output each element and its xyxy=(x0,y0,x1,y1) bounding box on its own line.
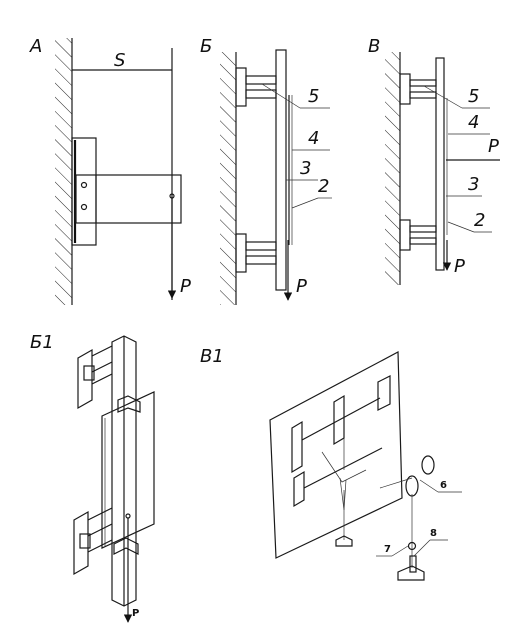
panel-a: A S P xyxy=(29,36,191,305)
dimension-label-s: S xyxy=(114,50,125,71)
bracket-bottom-flange2-b xyxy=(245,255,277,265)
bracket-plate-top-b1 xyxy=(77,348,93,410)
bracket-top-flange1-v xyxy=(409,79,437,87)
weight-v1 xyxy=(409,555,417,573)
weight-plate-left-v1 xyxy=(335,535,353,547)
bracket-top-plate-v xyxy=(399,73,411,105)
wall-hatch-b xyxy=(220,52,236,305)
bracket-bottom-flange2-v xyxy=(409,237,437,245)
number-2-b: 2 xyxy=(318,176,329,197)
number-5-v: 5 xyxy=(468,86,479,107)
leader-2-b xyxy=(291,197,319,209)
bracket-top-plate-b xyxy=(235,67,247,107)
bolt-a1 xyxy=(80,181,88,189)
clamp-bottom-b1 xyxy=(113,537,139,555)
panel-b: Б P 5 4 3 2 xyxy=(200,36,332,305)
panel-label-b: Б xyxy=(200,36,212,57)
rail-lower-v1 xyxy=(303,447,383,489)
board-v1 xyxy=(269,351,403,559)
ring-v1 xyxy=(407,541,417,551)
panel-label-v1: В1 xyxy=(200,346,224,367)
number-4-v: 4 xyxy=(468,112,479,133)
wall-hatch-a xyxy=(55,38,72,305)
bracket-v1-2 xyxy=(293,470,305,508)
number-3-b: 3 xyxy=(300,158,311,179)
load-point-b1 xyxy=(125,513,131,519)
roller-v1 xyxy=(421,455,435,475)
panel-b1: Б1 P xyxy=(30,332,155,623)
load-label-b1: P xyxy=(132,608,139,619)
leader-5-v xyxy=(423,85,463,109)
bracket-v1-1 xyxy=(291,420,303,474)
wall-hatch-v xyxy=(385,52,400,285)
bracket-top-flange2-v xyxy=(409,91,437,99)
leader-2-v xyxy=(447,221,475,233)
bracket-bottom-plate-v xyxy=(399,219,411,251)
bracket-beam-a xyxy=(75,174,182,224)
leader-5-b xyxy=(261,83,301,109)
leader-7-v1 xyxy=(391,545,409,557)
post-b xyxy=(275,49,287,291)
clamp-top-b1 xyxy=(117,395,141,413)
bracket-top-flange1-b xyxy=(245,75,277,85)
number-2-v: 2 xyxy=(474,210,485,231)
number-7-v1: 7 xyxy=(384,544,391,555)
panel-label-v: В xyxy=(368,36,380,57)
bracket-bottom-plate-b xyxy=(235,233,247,273)
number-6-v1: 6 xyxy=(440,480,447,491)
load-label-v: P xyxy=(454,256,465,277)
number-5-b: 5 xyxy=(308,86,319,107)
load-label-a: P xyxy=(180,276,191,297)
bolt-a2 xyxy=(80,203,88,211)
bracket-v1-4 xyxy=(377,375,391,411)
rail-upper-v1 xyxy=(301,397,381,441)
weight-plate-right-v1 xyxy=(397,565,425,581)
number-3-v: 3 xyxy=(468,174,479,195)
load-label-v-side: P xyxy=(488,136,499,157)
bracket-top-flange2-b xyxy=(245,89,277,99)
number-4-b: 4 xyxy=(308,128,319,149)
leader-8-v1 xyxy=(413,539,431,557)
panel-label-b1: Б1 xyxy=(30,332,54,353)
board-b1 xyxy=(101,391,155,549)
bracket-clip-top-b1 xyxy=(83,365,95,381)
bracket-bottom-flange1-b xyxy=(245,241,277,251)
load-label-b: P xyxy=(296,276,307,297)
bracket-clip-bottom-b1 xyxy=(79,533,91,549)
panel-v1: В1 6 7 8 xyxy=(200,346,462,581)
leader-6-v1 xyxy=(419,479,439,493)
panel-v: В P P 5 4 3 2 xyxy=(368,36,500,285)
post-v xyxy=(435,57,445,271)
bracket-plate-bottom-b1 xyxy=(73,510,89,576)
bracket-bottom-flange1-v xyxy=(409,225,437,233)
frame-v1 xyxy=(321,451,367,483)
panel-label-a: A xyxy=(29,36,42,57)
number-8-v1: 8 xyxy=(430,528,437,539)
